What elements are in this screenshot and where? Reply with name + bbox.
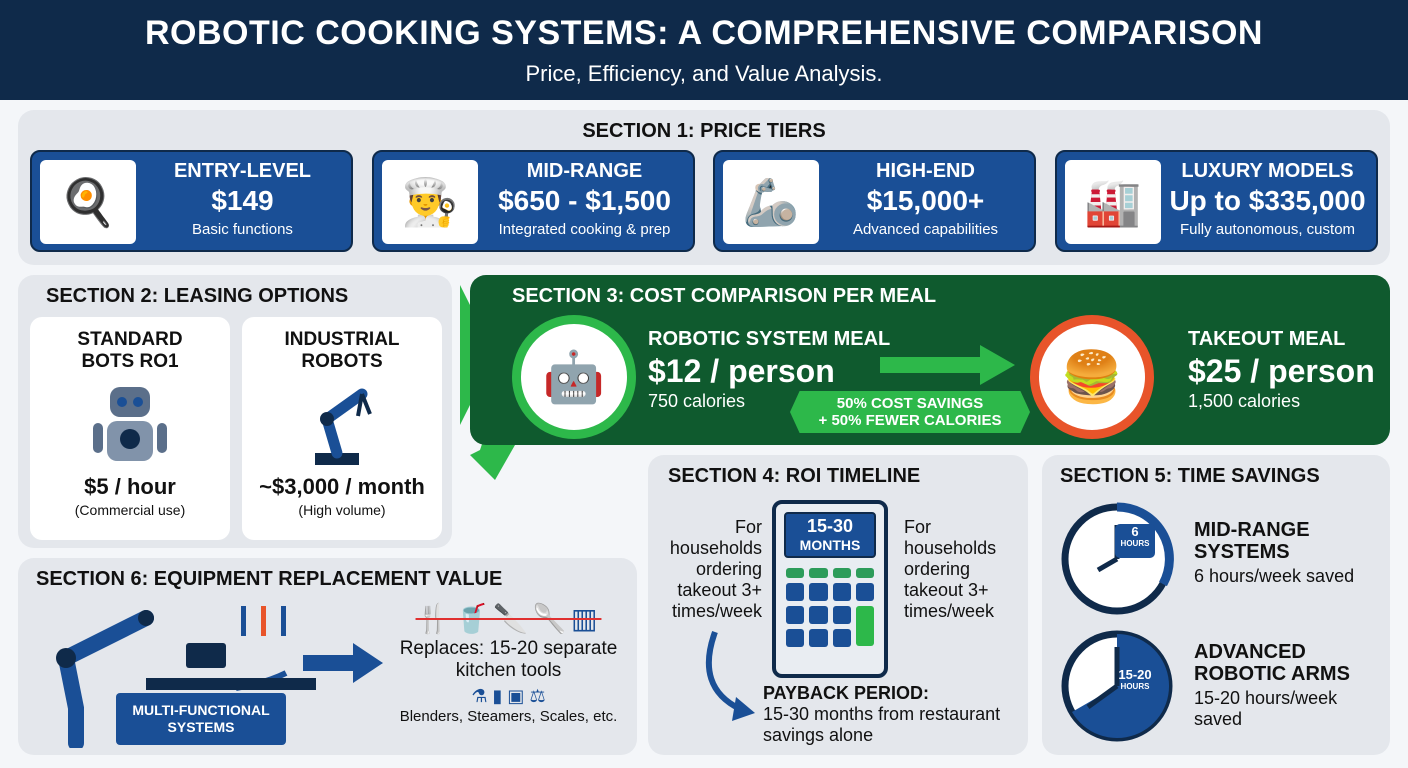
price-tier-card: 🍳 ENTRY-LEVEL $149 Basic functions — [30, 150, 353, 252]
section-cost-comparison: SECTION 3: COST COMPARISON PER MEAL 🤖 RO… — [470, 275, 1390, 445]
microwave-chef-hat-icon: 🍳 — [40, 160, 136, 244]
section-equipment-replacement: SECTION 6: EQUIPMENT REPLACEMENT VALUE M… — [18, 558, 637, 755]
calc-value: 15-30 — [806, 516, 854, 536]
savings-line: 50% COST SAVINGS — [836, 395, 984, 412]
tier-desc: Integrated cooking & prep — [498, 221, 671, 238]
time-saving-item: ADVANCED ROBOTIC ARMS 15-20 hours/week s… — [1194, 641, 1384, 730]
tier-name: LUXURY MODELS — [1181, 160, 1354, 182]
price-tier-card: 🏭 LUXURY MODELS Up to $335,000 Fully aut… — [1055, 150, 1378, 252]
savings-badge: 50% COST SAVINGS + 50% FEWER CALORIES — [790, 391, 1030, 433]
calc-unit: MONTHS — [799, 537, 861, 553]
tier-price: $149 — [211, 185, 274, 216]
section-title: SECTION 5: TIME SAVINGS — [1060, 465, 1320, 487]
full-kitchen-icon: 🏭 — [1065, 160, 1161, 244]
replacement-info: 🍴🥤🔪🥄▥ Replaces: 15-20 separate kitchen t… — [386, 602, 631, 726]
kitchen-tools-icons: ⚗ ▮ ▣ ⚖ — [471, 686, 546, 706]
page-title: ROBOTIC COOKING SYSTEMS: A COMPREHENSIVE… — [145, 14, 1263, 52]
curved-arrow-icon — [705, 630, 755, 721]
robotic-meal-price: $12 / person — [648, 353, 835, 389]
savings-line: + 50% FEWER CALORIES — [818, 412, 1002, 429]
robot-chef-meal-icon: 🤖 — [512, 315, 636, 439]
takeout-meal-calories: 1,500 calories — [1188, 391, 1301, 411]
header: ROBOTIC COOKING SYSTEMS: A COMPREHENSIVE… — [0, 0, 1408, 100]
calculator-keys — [786, 568, 874, 647]
crossed-out-tools-icons: 🍴🥤🔪🥄▥ — [415, 603, 602, 634]
price-tier-card: 🦾 HIGH-END $15,000+ Advanced capabilitie… — [713, 150, 1036, 252]
tier-price: $15,000+ — [866, 185, 985, 216]
time-saving-text: 6 hours/week saved — [1194, 566, 1355, 586]
tier-price: Up to $335,000 — [1169, 185, 1366, 216]
tier-desc: Advanced capabilities — [852, 221, 999, 238]
section-title: SECTION 4: ROI TIMELINE — [668, 465, 921, 487]
takeout-food-icon: 🍔 — [1030, 315, 1154, 439]
clock-15-20-hours-icon — [1061, 630, 1173, 742]
arrow-right-icon — [303, 643, 383, 683]
clock-6-hours-icon — [1061, 502, 1174, 615]
section-leasing: SECTION 2: LEASING OPTIONS STANDARD BOTS… — [18, 275, 452, 548]
tier-desc: Fully autonomous, custom — [1179, 221, 1356, 238]
takeout-meal-price: $25 / person — [1188, 353, 1375, 389]
calculator-display: 15-30 MONTHS — [784, 512, 876, 558]
lease-price: $5 / hour — [84, 474, 176, 499]
roi-note-left: For households ordering takeout 3+ times… — [669, 517, 762, 621]
multi-functional-label: MULTI-FUNCTIONAL SYSTEMS — [116, 693, 286, 745]
clock-unit: HOURS — [1120, 682, 1150, 691]
industrial-arm-icon — [315, 388, 372, 465]
section-roi-timeline: SECTION 4: ROI TIMELINE For households o… — [648, 455, 1028, 755]
section-title: SECTION 1: PRICE TIERS — [582, 120, 826, 142]
lease-name: INDUSTRIAL ROBOTS — [284, 329, 400, 372]
section-title: SECTION 6: EQUIPMENT REPLACEMENT VALUE — [36, 568, 503, 590]
tier-name: HIGH-END — [876, 160, 975, 182]
robotic-meal-calories: 750 calories — [648, 391, 746, 411]
clock-value: 15-20 — [1118, 667, 1152, 682]
multi-functional-robot-arm-icon — [56, 606, 316, 748]
tier-desc: Basic functions — [192, 221, 293, 238]
calculator-icon: 15-30 MONTHS — [772, 500, 888, 678]
page-subtitle: Price, Efficiency, and Value Analysis. — [525, 61, 883, 86]
robot-icon — [93, 387, 167, 461]
lease-note: (High volume) — [298, 502, 386, 518]
roi-note-right: For households ordering takeout 3+ times… — [904, 517, 997, 621]
clock-unit: HOURS — [1120, 539, 1150, 548]
lease-card-industrial: INDUSTRIAL ROBOTS ~$3,000 / month (High … — [242, 317, 442, 540]
time-saving-name: MID-RANGE SYSTEMS — [1194, 519, 1310, 563]
time-saving-name: ADVANCED ROBOTIC ARMS — [1194, 641, 1350, 685]
lease-card-standard-bots: STANDARD BOTS RO1 $5 / hour (Commercial … — [30, 317, 230, 540]
section-title: SECTION 2: LEASING OPTIONS — [46, 285, 349, 307]
robot-chef-kitchen-icon: 👨‍🍳 — [382, 160, 478, 244]
takeout-meal-label: TAKEOUT MEAL — [1188, 328, 1346, 350]
lease-note: (Commercial use) — [74, 502, 186, 518]
tier-name: ENTRY-LEVEL — [173, 160, 312, 182]
examples-text: Blenders, Steamers, Scales, etc. — [399, 708, 618, 725]
robotic-meal-label: ROBOTIC SYSTEM MEAL — [648, 328, 891, 350]
lease-price: ~$3,000 / month — [259, 474, 425, 499]
payback-block: PAYBACK PERIOD: 15-30 months from restau… — [763, 683, 1021, 746]
tier-name: MID-RANGE — [526, 160, 643, 182]
tier-price: $650 - $1,500 — [498, 185, 671, 216]
price-tier-card: 👨‍🍳 MID-RANGE $650 - $1,500 Integrated c… — [372, 150, 695, 252]
clock-value: 6 — [1131, 524, 1139, 539]
replaces-text: Replaces: 15-20 separate kitchen tools — [399, 638, 618, 681]
section-title: SECTION 3: COST COMPARISON PER MEAL — [512, 285, 937, 307]
lease-name: STANDARD BOTS RO1 — [77, 329, 183, 372]
arrow-right-icon — [880, 345, 1015, 385]
payback-text: 15-30 months from restaurant savings alo… — [763, 704, 1001, 745]
payback-title: PAYBACK PERIOD: — [763, 683, 930, 703]
time-saving-item: MID-RANGE SYSTEMS 6 hours/week saved — [1194, 519, 1384, 587]
robotic-arm-icon: 🦾 — [723, 160, 819, 244]
time-saving-text: 15-20 hours/week saved — [1194, 688, 1338, 729]
